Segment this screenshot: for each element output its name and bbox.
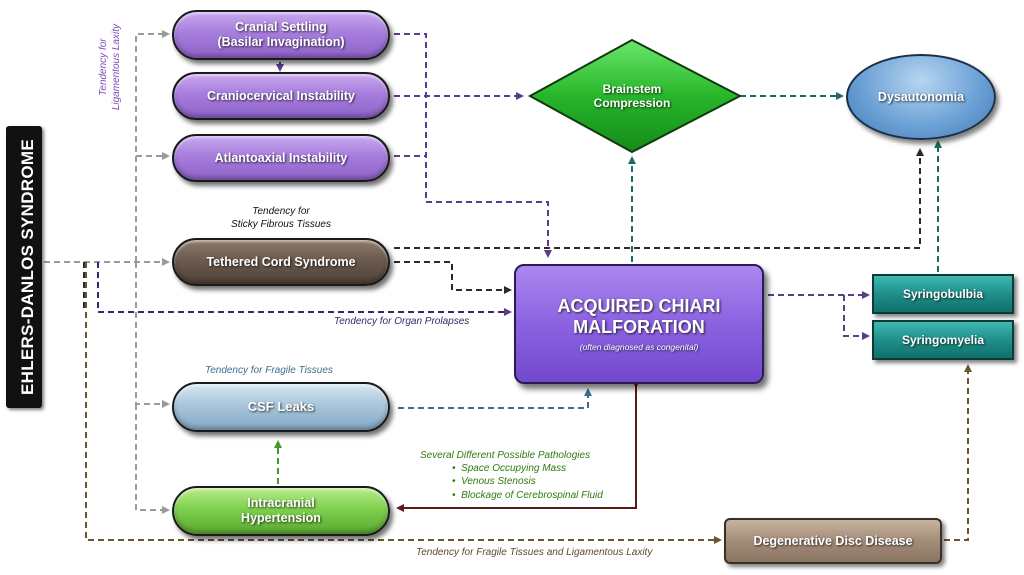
organ-prolapse-label: Tendency for Organ Prolapses <box>334 316 470 327</box>
eds-to-ddd-arrow <box>85 262 722 544</box>
syringobulbia-node: Syringobulbia <box>872 274 1014 314</box>
csf-to-chiari-arrow <box>398 388 592 409</box>
eds-to-csf-arrow <box>135 262 170 408</box>
eds-side-label: EHLERS-DANLOS SYNDROME <box>18 139 37 395</box>
acquired-chiari-node: ACQUIRED CHIARI MALFORATION (often diagn… <box>514 264 764 384</box>
pathology-text: Blockage of Cerebrospinal Fluid <box>461 489 603 501</box>
fragile-ligamentous-label: Tendency for Fragile Tissues and Ligamen… <box>416 547 653 558</box>
eds-organ-to-chiari-arrow <box>97 262 512 316</box>
pathology-item: • Venous Stenosis <box>452 476 536 488</box>
cranial-settling-node: Cranial Settling (Basilar Invagination) <box>172 10 390 60</box>
chiari-to-syringomyelia-arrow <box>843 295 870 340</box>
syringomyelia-node: Syringomyelia <box>872 320 1014 360</box>
atlantoaxial-instability-node: Atlantoaxial Instability <box>172 134 390 182</box>
tethered-to-dysautonomia-arrow <box>394 148 924 249</box>
pathology-item: • Space Occupying Mass <box>452 463 567 475</box>
tethered-to-chiari-arrow <box>394 261 512 294</box>
csf-leaks-node: CSF Leaks <box>172 382 390 432</box>
pathologies-block: Several Different Possible Pathologies •… <box>420 449 603 502</box>
pathology-item: • Blockage of Cerebrospinal Fluid <box>452 489 603 501</box>
cranial-to-chiari-arrow <box>394 33 552 258</box>
pathology-text: Venous Stenosis <box>461 476 536 488</box>
eds-side-bar <box>6 126 42 408</box>
eds-to-cranial-arrow <box>135 30 170 262</box>
tethered-cord-node: Tethered Cord Syndrome <box>172 238 390 286</box>
chiari-subtitle: (often diagnosed as congenital) <box>579 341 699 352</box>
ddd-to-syringomyelia-arrow <box>944 364 972 541</box>
brainstem-diamond-shape <box>527 38 743 154</box>
pathology-text: Space Occupying Mass <box>461 463 567 475</box>
chiari-to-intracranial-arrow <box>396 380 640 512</box>
sticky-fibrous-label: Tendency for Sticky Fibrous Tissues <box>231 206 331 230</box>
ligamentous-laxity-label: Tendency for Ligamentous Laxity <box>98 24 122 111</box>
eds-to-intracranial-arrow <box>135 404 170 514</box>
craniocervical-instability-node: Craniocervical Instability <box>172 72 390 120</box>
fragile-tissues-label: Tendency for Fragile Tissues <box>205 365 333 376</box>
brainstem-compression-label: Brainstem Compression <box>593 81 671 110</box>
intracranial-hypertension-node: Intracranial Hypertension <box>172 486 390 536</box>
degenerative-disc-node: Degenerative Disc Disease <box>724 518 942 564</box>
chiari-title: ACQUIRED CHIARI MALFORATION <box>557 296 721 338</box>
pathologies-title: Several Different Possible Pathologies <box>420 450 591 461</box>
dysautonomia-node: Dysautonomia <box>846 54 996 140</box>
